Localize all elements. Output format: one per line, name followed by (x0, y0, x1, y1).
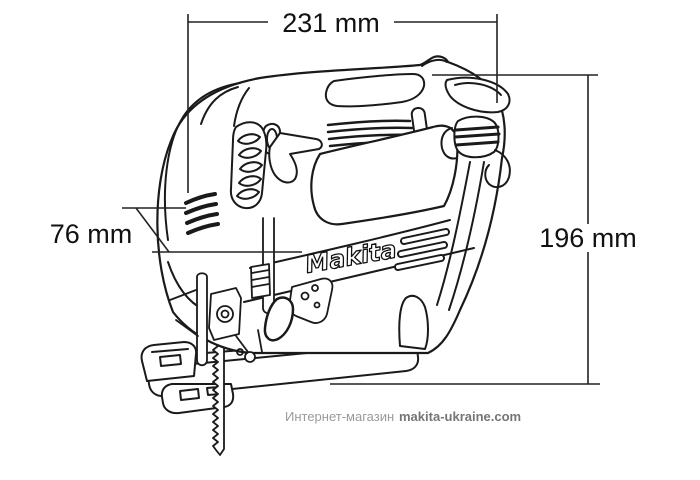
groove-panel-outline (229, 121, 268, 210)
dial-rib (453, 132, 501, 139)
cap-lever (421, 58, 448, 67)
dial-rib (454, 140, 500, 147)
rib-line (186, 222, 220, 235)
blade-mechanism (169, 217, 334, 367)
vent-slot-core (402, 230, 448, 243)
watermark: Интернет-магазин makita-ukraine.com (285, 409, 521, 424)
roller (244, 351, 256, 363)
spring (250, 263, 271, 299)
finger-groove (236, 188, 260, 200)
cam-hole (313, 301, 321, 309)
body-seam-upper (249, 219, 451, 269)
strut-line (235, 335, 249, 353)
handle-opening (310, 124, 459, 226)
watermark-site-link: makita-ukraine.com (399, 409, 521, 424)
spring-outline (250, 263, 271, 299)
base-front-block (140, 341, 198, 382)
jigsaw-drawing: Makita (140, 55, 511, 456)
rib-line (184, 202, 218, 215)
spring-coil (251, 283, 270, 288)
cam-hole (311, 284, 319, 292)
shoulder-seam (200, 86, 239, 125)
dimension-overall-length-label: 231 mm (282, 8, 380, 38)
speed-dial (440, 115, 511, 189)
rear-seam (436, 161, 471, 306)
dimension-annotations: 231 mm 196 mm 76 mm (50, 8, 637, 385)
rib-line (185, 212, 219, 225)
spring-coil (251, 269, 270, 274)
cam-hole (300, 291, 310, 301)
change-lever (263, 296, 295, 342)
vent-slot-core (396, 256, 443, 269)
finger-groove (238, 175, 262, 187)
dimension-grip-width: 76 mm (50, 207, 302, 253)
rear-vents (394, 228, 450, 271)
rear-seam (448, 161, 485, 311)
spring-coil (251, 276, 270, 281)
roller-small (236, 348, 244, 356)
rib-line (184, 192, 217, 205)
strut-line (257, 329, 263, 353)
dimension-overall-height-label: 196 mm (539, 223, 637, 253)
ridge-line (326, 126, 414, 134)
rear-hook (484, 149, 511, 189)
watermark-prefix: Интернет-магазин (285, 409, 394, 424)
dial-bracket (440, 127, 458, 160)
base-front-block-line (151, 348, 189, 353)
front-seam (164, 82, 241, 241)
leader-diagonal (135, 207, 170, 253)
dimension-overall-height: 196 mm (330, 74, 637, 385)
dimension-grip-width-label: 76 mm (50, 219, 133, 249)
guard-rod (196, 272, 208, 367)
finger-groove (237, 133, 261, 145)
rear-top-cap (421, 58, 511, 114)
base-front-notch (159, 354, 182, 367)
trigger-blade (268, 132, 323, 184)
strut-line (169, 289, 197, 301)
vent-slot-core (399, 243, 446, 256)
front-ribs (184, 192, 220, 235)
strut-line (175, 319, 199, 337)
finger-groove (239, 161, 263, 173)
finger-groove-panel (229, 121, 268, 210)
lip-notch (179, 388, 200, 401)
rear-foot (398, 294, 429, 350)
clamp-bolt-center (220, 309, 230, 319)
cam-plate (288, 277, 334, 324)
cap-outline (444, 76, 511, 114)
top-grip-panel (324, 73, 426, 108)
cap-inner-line (454, 82, 502, 96)
dial-rib (454, 125, 500, 132)
finger-groove (238, 147, 262, 159)
clamp-bolt (216, 305, 234, 323)
ridge-line (326, 119, 412, 127)
shoulder-seam (233, 87, 250, 127)
dimension-overall-length: 231 mm (187, 8, 498, 193)
